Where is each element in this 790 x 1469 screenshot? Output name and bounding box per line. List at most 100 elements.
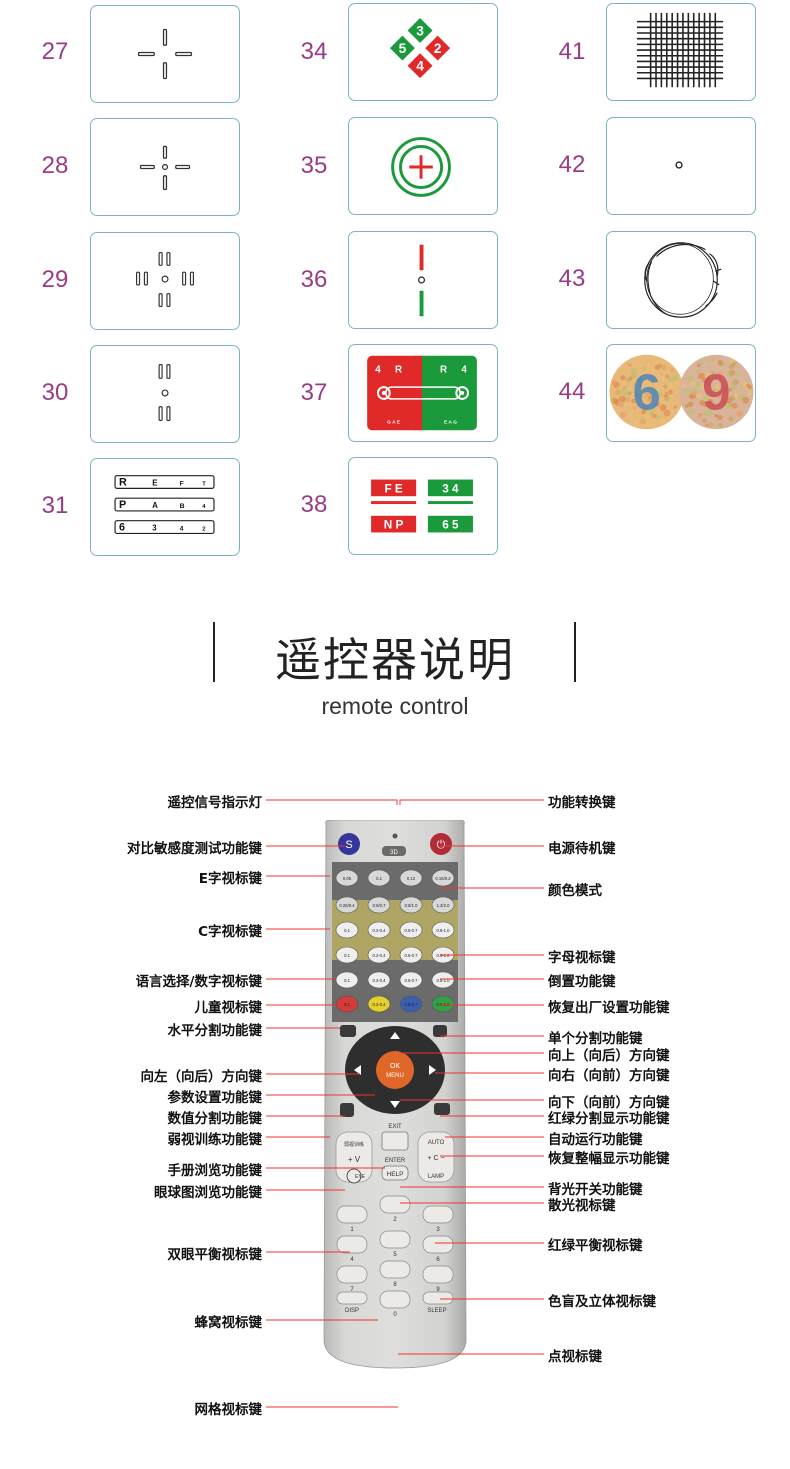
horizontal-split-button[interactable] xyxy=(340,1025,356,1037)
chart-select-button[interactable] xyxy=(431,896,455,914)
chart-select-button[interactable] xyxy=(367,896,391,914)
plate-dot xyxy=(717,371,724,378)
numpad-key[interactable] xyxy=(379,1290,411,1309)
chart-select-button[interactable] xyxy=(399,869,423,887)
row1-letter: F xyxy=(180,480,184,487)
chart-select-button[interactable] xyxy=(335,995,359,1013)
chart-select-button[interactable] xyxy=(335,869,359,887)
up-arrow-icon[interactable] xyxy=(390,1032,400,1039)
chart-select-button[interactable] xyxy=(335,896,359,914)
red-green-circle-cross-icon xyxy=(391,137,451,197)
chart-select-button[interactable] xyxy=(431,921,455,939)
plate-dot xyxy=(701,377,707,383)
down-arrow-icon[interactable] xyxy=(390,1101,400,1108)
plate-dot xyxy=(696,392,703,399)
numpad-key[interactable] xyxy=(379,1260,411,1279)
vertical-double-bar-chart-icon xyxy=(158,364,171,422)
chart-select-button[interactable] xyxy=(431,869,455,887)
manual-browse-button[interactable] xyxy=(381,1131,409,1151)
power-button[interactable] xyxy=(430,833,452,855)
callout-label-left: 水平分割功能键 xyxy=(167,1023,263,1039)
red-green-split-button[interactable] xyxy=(434,1103,450,1115)
chart-select-label: 0.8-1.0 xyxy=(436,1002,450,1007)
numpad-digit: 8 xyxy=(393,1282,397,1288)
callout-label-left: 网格视标键 xyxy=(194,1402,263,1418)
plate-dot xyxy=(642,366,646,371)
chart-select-button[interactable] xyxy=(431,971,455,989)
plate-dot xyxy=(631,392,636,398)
plate-dot xyxy=(614,389,621,396)
chart-select-button[interactable] xyxy=(335,946,359,964)
callout-label-right: 电源待机键 xyxy=(548,841,616,857)
chart-select-button[interactable] xyxy=(335,971,359,989)
numpad-key[interactable] xyxy=(336,1265,368,1284)
ok-menu-button[interactable] xyxy=(376,1051,414,1089)
chart-select-button[interactable] xyxy=(399,896,423,914)
plate-dot xyxy=(690,399,694,403)
chart-select-button[interactable] xyxy=(399,921,423,939)
plate-dot xyxy=(722,387,730,394)
numpad-key[interactable] xyxy=(379,1230,411,1249)
label: 4 xyxy=(375,364,381,375)
value-split-button[interactable] xyxy=(340,1103,354,1117)
disp-button[interactable] xyxy=(336,1291,368,1305)
plate-dot xyxy=(651,377,656,382)
chart-select-button[interactable] xyxy=(335,921,359,939)
callout-label-left: 蜂窝视标键 xyxy=(194,1315,263,1331)
auto-lamp-button[interactable] xyxy=(417,1131,455,1183)
small-label: G A E xyxy=(387,419,401,425)
plate-dot xyxy=(703,412,707,416)
plate-dot xyxy=(654,364,660,370)
plate-dot xyxy=(634,392,642,399)
plate-dot xyxy=(661,391,666,396)
plate-dot xyxy=(725,403,731,410)
row3-letter: 6 xyxy=(119,522,125,534)
numpad-key[interactable] xyxy=(379,1195,411,1214)
chart-select-button[interactable] xyxy=(399,971,423,989)
plate-dot xyxy=(722,363,727,367)
chart-select-button[interactable] xyxy=(367,946,391,964)
left-arrow-icon[interactable] xyxy=(354,1065,361,1075)
red-green-rings-chart-icon: 4 R R 4 G A E E A G xyxy=(367,355,477,431)
chart-select-button[interactable] xyxy=(399,946,423,964)
callout-label-left: 语言选择/数字视标键 xyxy=(135,974,262,990)
numpad-key[interactable] xyxy=(422,1205,454,1224)
s-button[interactable] xyxy=(338,833,360,855)
plate-dot xyxy=(641,423,645,427)
chart-number: 38 xyxy=(300,491,328,518)
chart-select-label: 0.8/1.0 xyxy=(405,903,418,908)
chart-select-button[interactable] xyxy=(367,869,391,887)
right-arrow-icon[interactable] xyxy=(429,1065,436,1075)
numpad-key[interactable] xyxy=(336,1235,368,1254)
sleep-button[interactable] xyxy=(422,1291,454,1305)
chart-select-label: 0.2-0.4 xyxy=(372,1002,386,1007)
numpad-digit: 4 xyxy=(350,1257,354,1263)
row3-letter: 4 xyxy=(180,526,184,533)
plate-dot xyxy=(639,388,644,393)
row2-letter: P xyxy=(119,499,126,511)
numpad-key[interactable] xyxy=(422,1265,454,1284)
section-subtitle: remote control xyxy=(321,693,469,719)
plate-dot xyxy=(652,369,656,373)
cross-dot-chart-icon xyxy=(139,145,191,191)
3d-button[interactable] xyxy=(382,846,406,856)
chart-select-button[interactable] xyxy=(399,995,423,1013)
help-button[interactable] xyxy=(381,1165,409,1181)
eye-button[interactable] xyxy=(346,1168,362,1184)
chart-select-button[interactable] xyxy=(367,995,391,1013)
callout-label-left: 双眼平衡视标键 xyxy=(167,1247,263,1263)
chart-select-label: 0.5/0.7 xyxy=(373,903,386,908)
numpad-key[interactable] xyxy=(422,1235,454,1254)
callout-label-left: C字视标键 xyxy=(198,924,262,940)
callout-label-right: 颜色模式 xyxy=(548,883,602,899)
chart-select-button[interactable] xyxy=(367,921,391,939)
plate-dot xyxy=(641,410,646,415)
training-label: 弱视训练 xyxy=(344,1141,364,1148)
plate-dot xyxy=(717,414,723,421)
chart-select-button[interactable] xyxy=(431,995,455,1013)
numpad-key[interactable] xyxy=(336,1205,368,1224)
plate-dot xyxy=(655,401,660,407)
chart-select-button[interactable] xyxy=(367,971,391,989)
section-title: 遥控器说明 xyxy=(275,633,515,687)
single-split-button[interactable] xyxy=(433,1025,447,1037)
